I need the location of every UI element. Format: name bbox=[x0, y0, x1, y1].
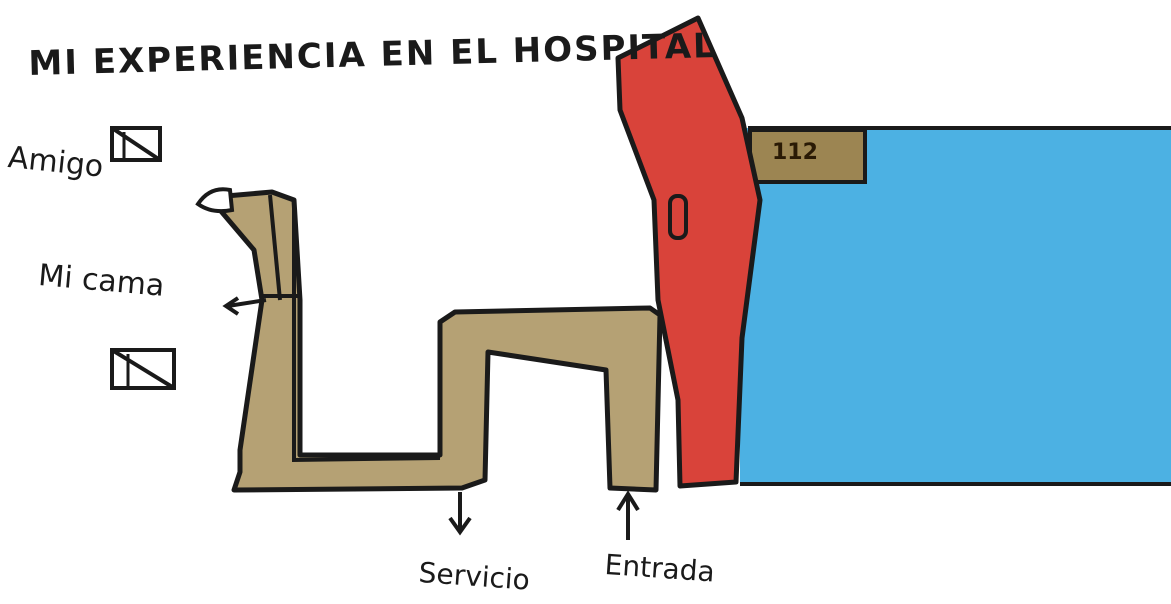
door bbox=[615, 15, 763, 489]
my-bed-icon bbox=[110, 348, 176, 390]
corridor-inner-line bbox=[292, 200, 441, 463]
bed-arrow-icon bbox=[222, 296, 267, 316]
friend-head-icon bbox=[195, 187, 235, 214]
corridor-shape bbox=[217, 189, 663, 493]
room-number: 112 bbox=[772, 140, 818, 165]
friend-bed-icon bbox=[110, 126, 162, 162]
servicio-arrow-icon bbox=[448, 492, 472, 536]
door-handle-icon bbox=[668, 194, 688, 240]
corridor-edge-line bbox=[268, 194, 282, 301]
entrada-arrow-icon bbox=[616, 490, 640, 540]
pool-area bbox=[740, 128, 1171, 484]
